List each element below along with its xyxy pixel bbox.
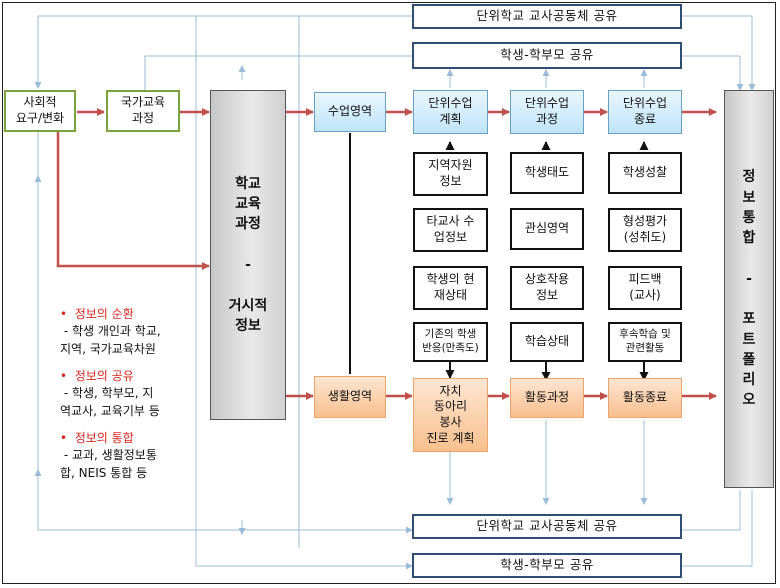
stage-process-box: 단위수업 과정 xyxy=(510,90,584,134)
legend-title: 정보의 순환 xyxy=(74,307,134,321)
feedback-line-top xyxy=(34,15,412,89)
legend-integration: • 정보의 통합 - 교과, 생활정보통 합, NEIS 통합 등 xyxy=(60,430,210,482)
end-item-3: 피드백 (교사) xyxy=(608,266,682,310)
plan-item-3: 학생의 현 재상태 xyxy=(413,266,488,310)
process-item-3: 상호작용 정보 xyxy=(510,266,584,310)
plan-item-1: 지역자원 정보 xyxy=(413,152,488,196)
activity-end-box: 활동종료 xyxy=(608,378,682,418)
legend-desc: - 학생, 학부모, 지 역교사, 교육기부 등 xyxy=(60,386,160,418)
process-item-4: 학습상태 xyxy=(510,322,584,362)
process-item-2: 관심영역 xyxy=(510,208,584,250)
instruction-area-box: 수업영역 xyxy=(314,92,386,132)
school-curriculum-box: 학교 교육 과정 - 거시적 정보 xyxy=(210,90,286,420)
legend-title: 정보의 통합 xyxy=(74,431,134,445)
bottom-parent-share: 학생-학부모 공유 xyxy=(412,553,682,578)
activity-process-box: 활동과정 xyxy=(510,378,584,418)
legend-title: 정보의 공유 xyxy=(74,369,134,383)
end-item-2: 형성평가 (성취도) xyxy=(608,208,682,252)
top-parent-share: 학생-학부모 공유 xyxy=(412,42,682,69)
top-teacher-share: 단위학교 교사공동체 공유 xyxy=(412,4,682,29)
legend-circulation: • 정보의 순환 - 학생 개인과 학교, 지역, 국가교육차원 xyxy=(60,306,210,358)
end-item-4: 후속학습 및 관련활동 xyxy=(608,322,682,362)
info-integration-box: 정 보 통 합 - 포 트 폴 리 오 xyxy=(724,90,774,488)
stage-plan-box: 단위수업 계획 xyxy=(413,90,488,134)
bottom-teacher-share: 단위학교 교사공동체 공유 xyxy=(412,514,682,539)
social-change-box: 사회적 요구/변화 xyxy=(4,90,76,132)
national-curriculum-box: 국가교육 과정 xyxy=(106,90,180,132)
end-item-1: 학생성찰 xyxy=(608,152,682,194)
plan-item-4: 기존의 학생 반응(만족도) xyxy=(413,322,488,362)
plan-item-2: 타교사 수 업정보 xyxy=(413,208,488,252)
legend-desc: - 교과, 생활정보통 합, NEIS 통합 등 xyxy=(60,448,157,480)
legend-sharing: • 정보의 공유 - 학생, 학부모, 지 역교사, 교육기부 등 xyxy=(60,368,210,420)
process-item-1: 학생태도 xyxy=(510,152,584,194)
life-area-box: 생활영역 xyxy=(314,376,386,418)
activity-plan-box: 자치 동아리 봉사 진로 계획 xyxy=(413,378,488,452)
legend-desc: - 학생 개인과 학교, 지역, 국가교육차원 xyxy=(60,324,161,356)
stage-end-box: 단위수업 종료 xyxy=(608,90,682,134)
